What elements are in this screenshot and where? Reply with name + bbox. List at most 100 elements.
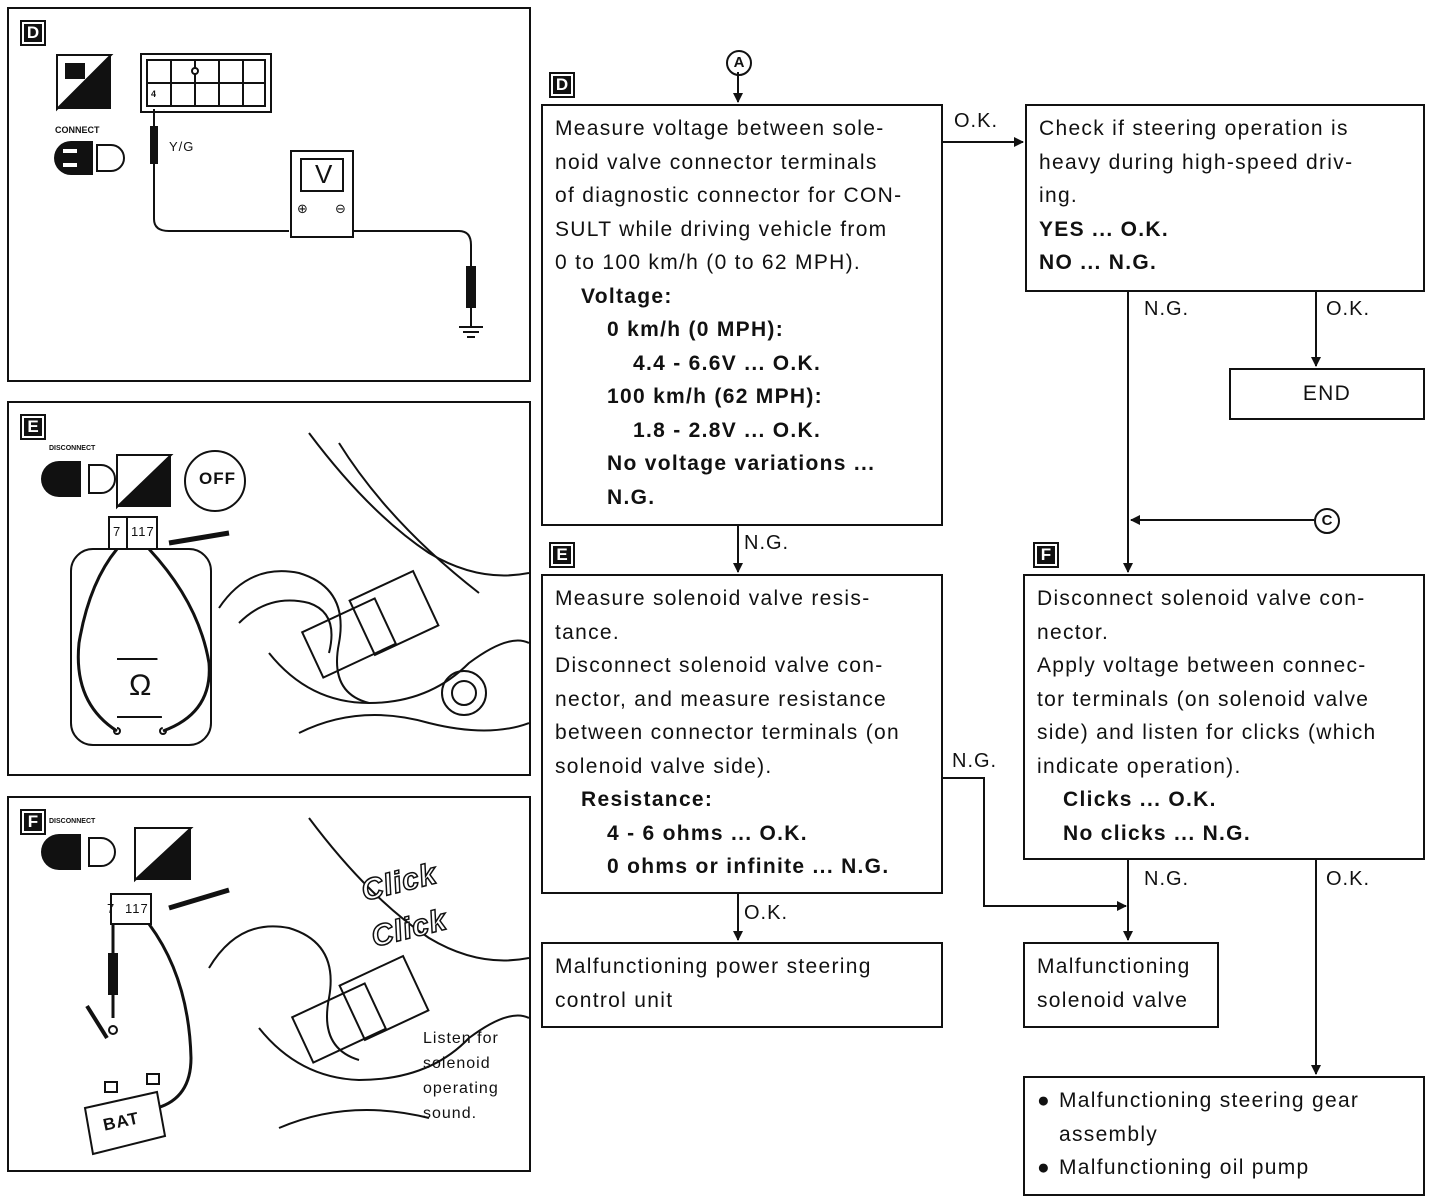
ignition-off-icon <box>184 450 246 512</box>
connect-label: CONNECT <box>55 125 100 135</box>
step-e-line: tance. <box>555 620 621 644</box>
step-f-box: Disconnect solenoid valve con- nector. A… <box>1023 574 1425 860</box>
result-item: ● Malfunctioning oil pump <box>1037 1151 1411 1185</box>
step-d-box: Measure voltage between sole- noid valve… <box>541 104 943 526</box>
check-no: NO ... N.G. <box>1039 251 1158 274</box>
step-f-badge: F <box>1033 542 1059 568</box>
resistance-ok: 4 - 6 ohms ... O.K. <box>607 821 808 845</box>
label-check-ok: O.K. <box>1326 298 1371 320</box>
label-d-ng: N.G. <box>744 532 790 554</box>
resistance-title: Resistance: <box>581 788 714 811</box>
ohmmeter <box>70 516 230 746</box>
probe-wire <box>150 109 483 338</box>
label-f-ok: O.K. <box>1326 868 1371 890</box>
connect-connector-icon <box>54 141 125 175</box>
panel-d-illustration <box>54 53 483 338</box>
disconnect-label: DISCONNECT <box>49 818 96 825</box>
step-e-line: between connector terminals (on <box>555 721 900 744</box>
label-e-ng: N.G. <box>952 750 998 772</box>
label-check-ng: N.G. <box>1144 298 1190 320</box>
negative-terminal-label: ⊖ <box>335 201 347 216</box>
arrow-e-ng <box>942 777 1127 911</box>
result-control-unit: Malfunctioning power steering control un… <box>541 942 943 1028</box>
step-e-line: Measure solenoid valve resis- <box>555 587 871 610</box>
check-line: Check if steering operation is <box>1039 117 1349 140</box>
engine-sketch <box>208 817 529 1129</box>
resistance-ng: 0 ohms or infinite ... N.G. <box>607 855 890 878</box>
listen-note: Listen for solenoid operating sound. <box>423 1030 499 1122</box>
step-d-line: of diagnostic connector for CON- <box>555 184 903 207</box>
terminal-a-label: 7 <box>113 524 122 539</box>
bullet-icon: ● <box>1037 1156 1051 1179</box>
voltmeter-label: V <box>315 159 334 189</box>
voltage-title: Voltage: <box>581 284 673 308</box>
no-variation: No voltage variations ... <box>607 452 876 475</box>
diagnostic-connector-icon <box>140 53 272 113</box>
positive-terminal-label: ⊕ <box>297 201 309 216</box>
range-100: 1.8 - 2.8V ... O.K. <box>633 418 822 442</box>
ignition-lock-icon <box>134 827 194 883</box>
step-d-line: SULT while driving vehicle from <box>555 217 888 241</box>
no-variation-result: N.G. <box>607 485 656 509</box>
pin-label: 4 <box>151 89 157 99</box>
step-e-line: nector, and measure resistance <box>555 687 887 711</box>
panel-f: F DISCONNECT <box>7 796 531 1172</box>
check-box: Check if steering operation is heavy dur… <box>1025 104 1425 292</box>
result-item: ● Malfunctioning steering gear <box>1037 1084 1411 1118</box>
terminal-a-label: 7 <box>107 901 116 916</box>
engine-sketch <box>218 432 529 734</box>
step-f-line: Disconnect solenoid valve con- <box>1037 587 1366 610</box>
end-box: END <box>1229 368 1425 420</box>
disconnect-connector-icon <box>41 834 116 870</box>
ohmmeter-label: Ω <box>129 669 153 702</box>
result-item-cont: assembly <box>1059 1122 1159 1146</box>
step-f-line: Apply voltage between connec- <box>1037 654 1367 677</box>
speed-0: 0 km/h (0 MPH): <box>607 318 785 341</box>
step-f-line: side) and listen for clicks (which <box>1037 721 1377 744</box>
panel-f-illustration <box>41 817 529 1156</box>
step-e-box: Measure solenoid valve resis- tance. Dis… <box>541 574 943 894</box>
step-d-line: 0 to 100 km/h (0 to 62 MPH). <box>555 251 862 274</box>
step-d-badge: D <box>549 72 575 98</box>
connector-c: C <box>1314 508 1340 534</box>
panel-f-badge: F <box>20 809 46 835</box>
result-steering-gear: ● Malfunctioning steering gear assembly … <box>1023 1076 1425 1196</box>
result-solenoid-valve: Malfunctioning solenoid valve <box>1023 942 1219 1028</box>
label-d-ok: O.K. <box>954 110 999 132</box>
step-d-line: Measure voltage between sole- <box>555 117 885 140</box>
disconnect-connector-icon <box>41 461 116 497</box>
bullet-icon: ● <box>1037 1089 1051 1112</box>
ignition-on-icon <box>56 54 114 112</box>
speed-100: 100 km/h (62 MPH): <box>607 385 823 408</box>
terminal-b-label: 117 <box>125 901 149 916</box>
panel-d: D <box>7 7 531 382</box>
panel-e-badge: E <box>20 414 46 440</box>
connector-a: A <box>726 50 752 76</box>
step-f-line: nector. <box>1037 620 1110 644</box>
panel-e: E <box>7 401 531 776</box>
step-d-line: noid valve connector terminals <box>555 150 878 174</box>
disconnect-label: DISCONNECT <box>49 445 96 452</box>
check-yes: YES ... O.K. <box>1039 217 1169 241</box>
label-f-ng: N.G. <box>1144 868 1190 890</box>
check-line: heavy during high-speed driv- <box>1039 150 1354 174</box>
step-f-line: tor terminals (on solenoid valve <box>1037 687 1370 711</box>
range-0: 4.4 - 6.6V ... O.K. <box>633 351 822 375</box>
wire-color-label: Y/G <box>169 139 195 154</box>
terminal-b-label: 117 <box>131 524 155 539</box>
ignition-off-label: OFF <box>199 469 236 488</box>
battery-wiring <box>83 887 230 1156</box>
step-f-line: indicate operation). <box>1037 754 1242 778</box>
step-e-badge: E <box>549 542 575 568</box>
voltmeter <box>290 150 354 238</box>
label-e-ok: O.K. <box>744 902 789 924</box>
step-e-line: Disconnect solenoid valve con- <box>555 654 884 677</box>
check-line: ing. <box>1039 184 1079 207</box>
clicks-ng: No clicks ... N.G. <box>1063 821 1251 845</box>
step-e-line: solenoid valve side). <box>555 754 773 778</box>
clicks-ok: Clicks ... O.K. <box>1063 788 1217 811</box>
panel-d-badge: D <box>20 20 46 46</box>
panel-e-illustration <box>41 432 529 746</box>
ignition-lock-icon <box>116 454 174 510</box>
